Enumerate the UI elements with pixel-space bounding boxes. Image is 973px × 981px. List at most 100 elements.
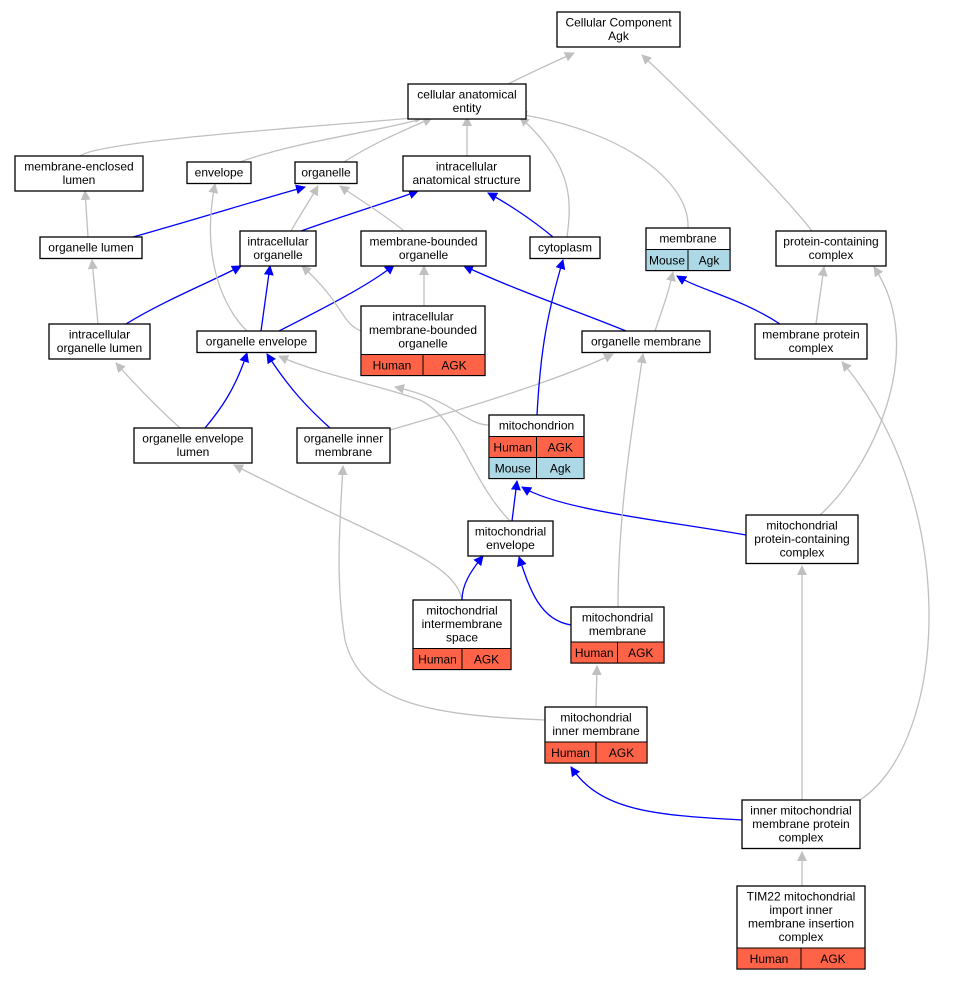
node-box [467,520,554,557]
species-label: Human [551,746,590,760]
node-label-line: complex [779,831,824,845]
gene-cell [800,947,866,970]
node-box [407,83,527,120]
species-label: Mouse [495,462,531,476]
edge-cae-to-cc [507,52,575,85]
node-label-line: membrane protein [762,328,859,342]
edge-impc-to-mim [570,766,743,821]
gene-cell [617,641,665,664]
species-label: Human [493,441,532,455]
edge-iol-to-orgl [87,259,99,325]
edge-mel-to-cae [79,112,425,157]
gene-label: Agk [699,254,721,268]
node-label-line: mitochondrial [426,604,497,618]
node-label-line: inner membrane [552,724,640,738]
edge-mito-to-imbo [394,384,490,426]
gene-label: AGK [628,646,653,660]
species-label: Mouse [649,254,685,268]
node-label-line: complex [779,930,824,944]
edge-env-to-cae [239,113,433,163]
edge-mbo-to-org [339,185,405,232]
gene-cell [422,354,486,376]
node-box [39,236,143,260]
gene-label: AGK [609,746,634,760]
node-label-line: protein-containing [754,532,849,546]
node-label-line: complex [809,248,854,262]
node-label-line: complex [780,546,825,560]
edge-io-to-ias [300,189,419,232]
node-box [133,427,253,464]
node-om[interactable]: organelle membrane [581,330,711,354]
species-label: Human [418,653,457,667]
node-box [529,236,601,260]
edge-orgl-to-mel [80,190,91,238]
node-label-line: organelle [398,337,448,351]
gene-cell [687,249,731,271]
node-label-line: intracellular [69,328,130,342]
node-imbo[interactable]: intracellularmembrane-boundedorganelleHu… [360,305,486,377]
edge-impc-to-mpc [841,361,930,801]
edge-io-to-org [290,185,319,232]
edge-om-to-mbo [463,265,627,332]
edge-oe-to-mbo [278,264,395,332]
node-label-line: membrane-bounded [369,235,477,249]
node-label-line: membrane-bounded [369,323,477,337]
node-label-line: cytoplasm [538,241,592,255]
node-label-line: envelope [486,538,535,552]
edge-mim-to-oim [337,465,546,721]
node-label-line: mitochondrial [475,525,546,539]
species-label: Human [750,952,789,966]
edge-mpc-to-pcc [815,266,828,325]
node-label-line: intracellular [247,235,308,249]
edge-mm-to-menv [517,556,572,626]
node-label-line: import inner [769,903,832,917]
node-label-line: organelle [301,166,351,180]
node-label-line: envelope [195,166,244,180]
node-orgl[interactable]: organelle lumen [39,236,143,260]
node-cyt[interactable]: cytoplasm [529,236,601,260]
gene-label: AGK [548,441,573,455]
edge-org-to-cae [343,117,433,163]
edge-oel-to-iol [115,362,181,429]
node-org[interactable]: organelle [294,161,358,185]
node-label-line: organelle lumen [48,241,133,255]
node-label-line: lumen [63,173,96,187]
gene-label: AGK [474,653,499,667]
node-oe[interactable]: organelle envelope [196,330,317,354]
node-label-line: protein-containing [783,235,878,249]
edge-mims-to-oel [233,464,463,601]
node-label-line: lumen [177,445,210,459]
node-label-line: space [446,631,478,645]
edge-oim-to-oe [266,353,331,429]
gene-label: AGK [820,952,845,966]
node-box [556,11,681,48]
node-box [294,161,358,185]
edge-mim-to-mm [591,665,602,708]
node-label-line: mitochondrial [582,611,653,625]
node-env[interactable]: envelope [186,161,252,185]
node-box [745,514,859,565]
node-box [402,155,531,192]
